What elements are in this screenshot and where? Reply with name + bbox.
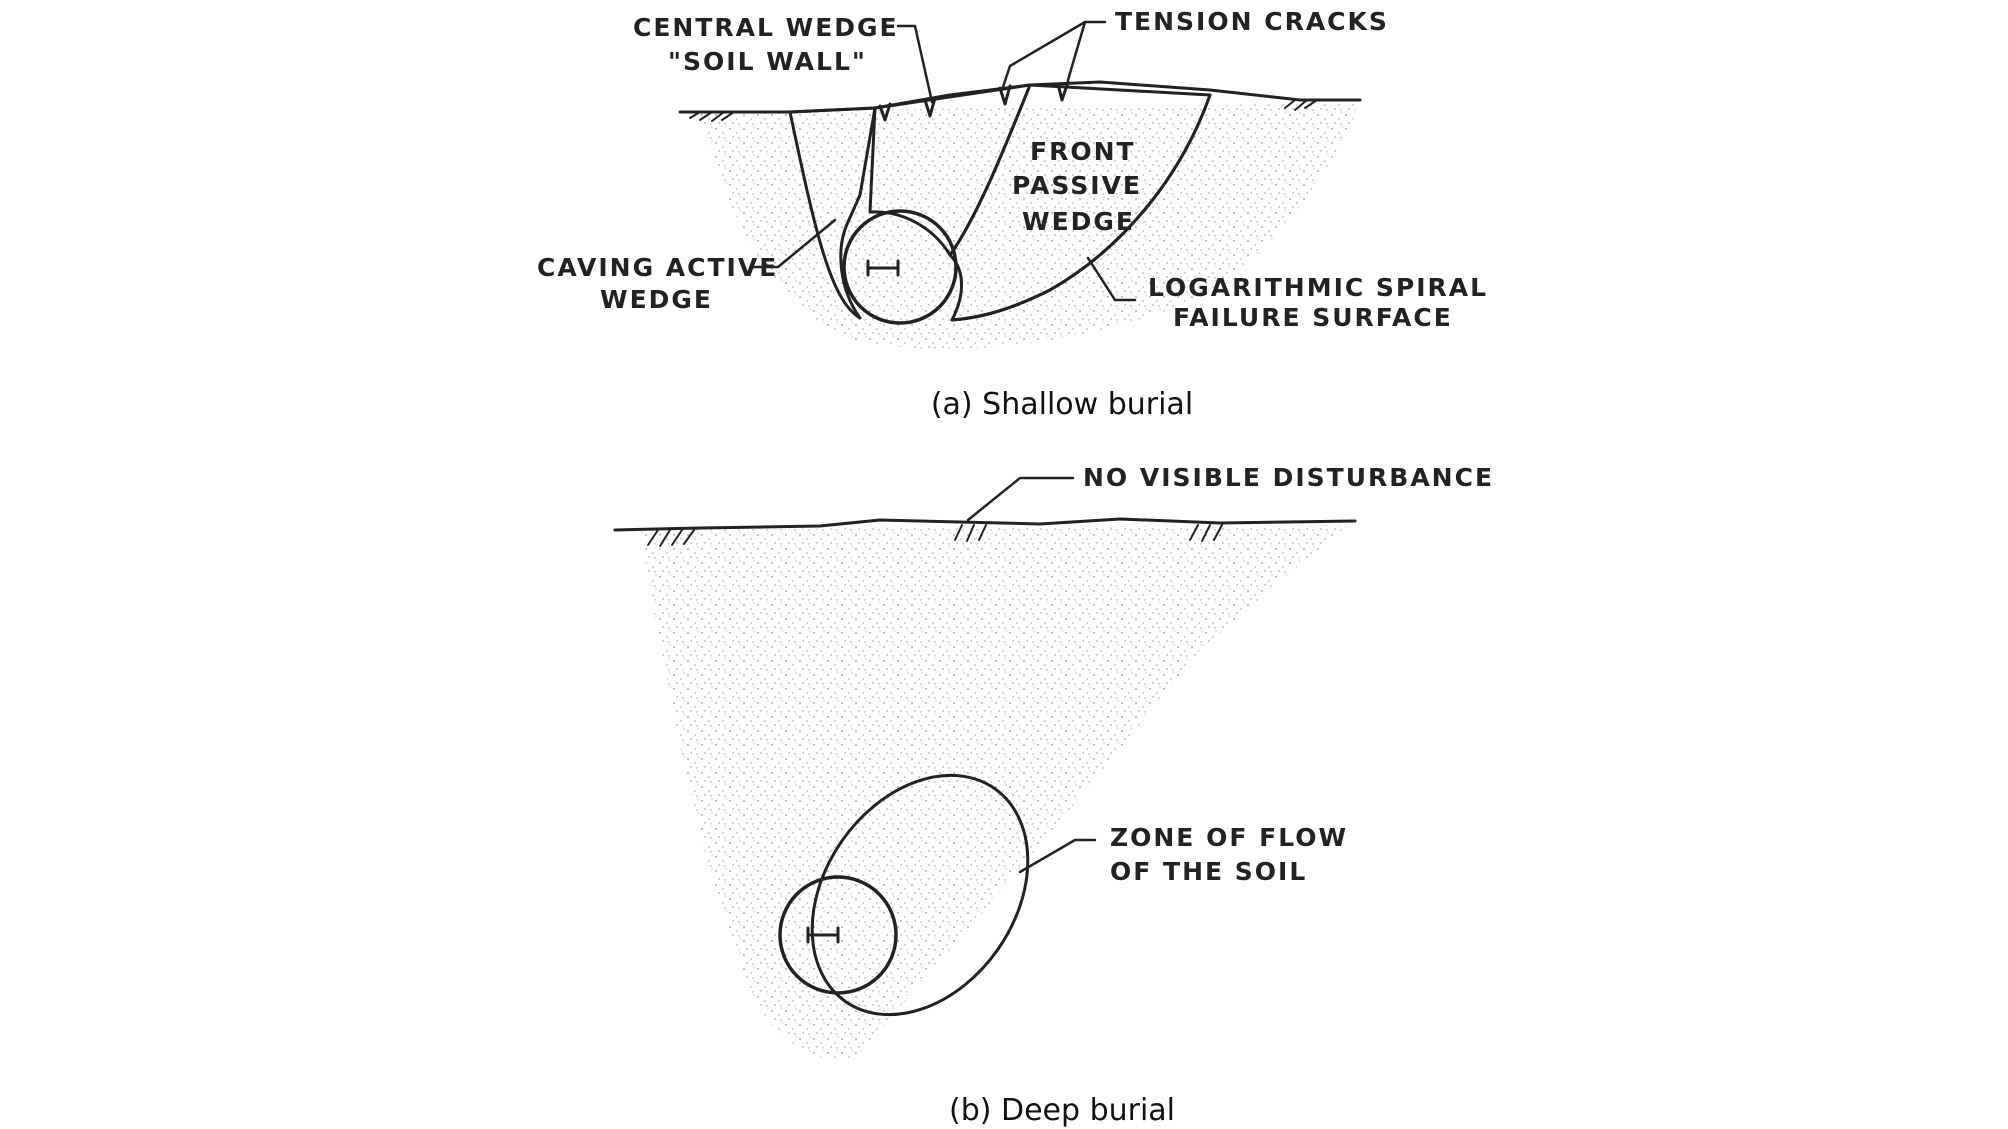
- label-zone-flow-1: ZONE OF FLOW: [1110, 823, 1348, 852]
- label-central-wedge-1: CENTRAL WEDGE: [633, 13, 899, 42]
- label-tension-cracks: TENSION CRACKS: [1115, 7, 1389, 36]
- label-caving-active-2: WEDGE: [600, 285, 713, 314]
- leader-zone-flow: [1018, 838, 1097, 874]
- ground-surface-a: [678, 80, 1362, 114]
- caving-active-wedge: [788, 106, 877, 320]
- leader-tension-cracks: [1000, 20, 1107, 92]
- panel-a-shallow-burial: CENTRAL WEDGE "SOIL WALL" TENSION CRACKS…: [537, 7, 1488, 422]
- ground-surface-b: [613, 517, 1357, 532]
- leader-no-disturbance: [966, 476, 1075, 522]
- surface-hatch-b: [647, 524, 1223, 547]
- log-spiral-failure-surface: [950, 93, 1212, 322]
- leader-caving-active: [750, 218, 837, 269]
- label-log-spiral-1: LOGARITHMIC SPIRAL: [1148, 273, 1488, 302]
- tension-crack-2: [923, 96, 937, 118]
- caption-b: (b) Deep burial: [949, 1093, 1175, 1128]
- tension-crack-3: [998, 84, 1012, 106]
- pipe-b: [778, 875, 898, 995]
- tension-crack-1: [878, 102, 892, 122]
- soil-region-b: [640, 525, 1350, 1061]
- pipe-b-marker: [806, 926, 840, 944]
- leader-central-wedge: [896, 24, 934, 104]
- label-zone-flow-2: OF THE SOIL: [1110, 857, 1307, 886]
- tension-crack-4: [1056, 80, 1070, 102]
- label-no-disturbance: NO VISIBLE DISTURBANCE: [1083, 463, 1494, 492]
- leader-log-spiral: [1086, 256, 1137, 302]
- surface-hatch-a: [689, 99, 1318, 122]
- panel-b-deep-burial: NO VISIBLE DISTURBANCE ZONE OF FLOW OF T…: [613, 463, 1494, 1128]
- label-caving-active-1: CAVING ACTIVE: [537, 253, 778, 282]
- pipe-a: [842, 209, 958, 325]
- label-front-passive-1: FRONT: [1030, 137, 1136, 166]
- label-front-passive-2: PASSIVE: [1012, 171, 1142, 200]
- label-central-wedge-2: "SOIL WALL": [668, 47, 867, 76]
- pipe-a-marker: [866, 259, 900, 277]
- caption-a: (a) Shallow burial: [931, 387, 1193, 422]
- label-log-spiral-2: FAILURE SURFACE: [1173, 303, 1453, 332]
- zone-of-flow: [810, 773, 1030, 1017]
- label-front-passive-3: WEDGE: [1022, 207, 1135, 236]
